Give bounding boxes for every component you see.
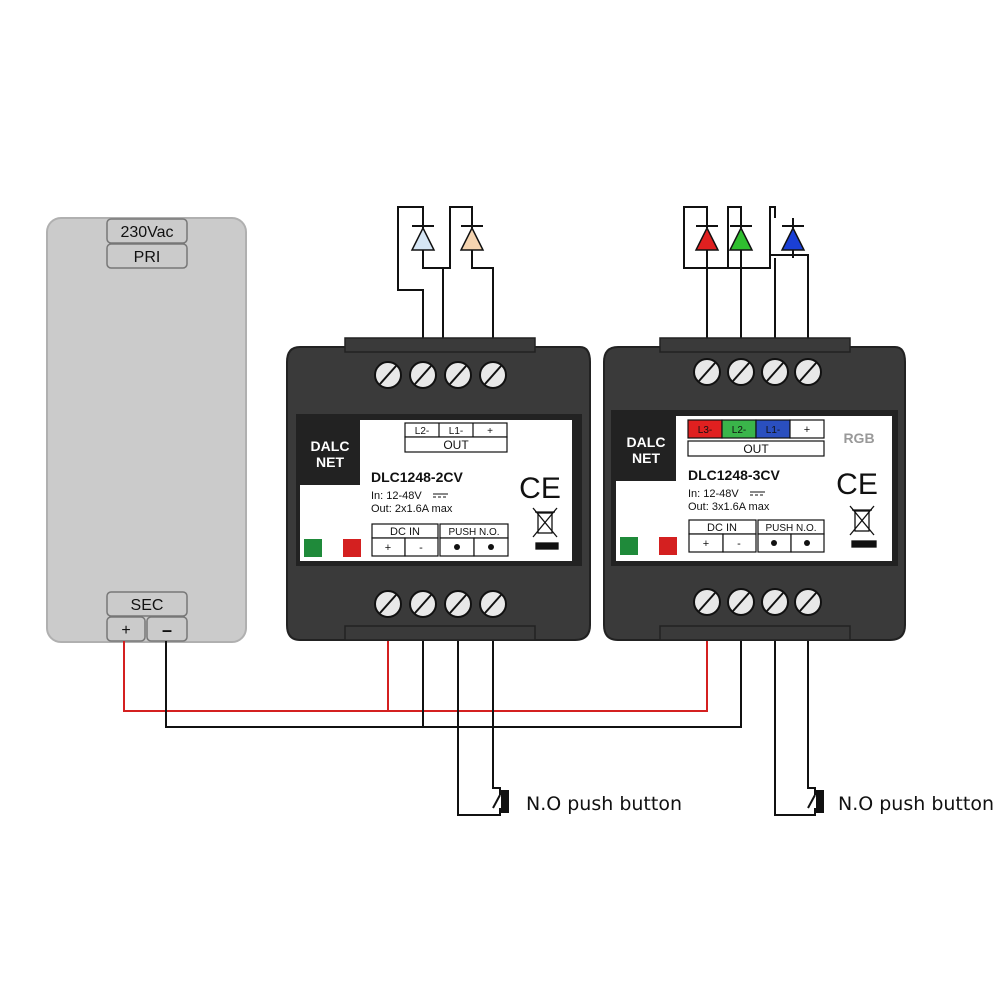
driver-2-dcin-plus: + [703,538,709,550]
driver-1-push-header: PUSH N.O. [448,527,499,538]
driver-1-dcin-header: DC IN [390,526,420,538]
led-wiring-driver2 [683,206,809,345]
driver-1-out-block: L2- L1- + OUT [404,422,508,453]
driver-1-in-spec: In: 12-48V [371,490,422,502]
driver-2-out-block: L3- L2- L1- + OUT [687,419,825,457]
driver-2-out-spec: Out: 3x1.6A max [688,501,770,513]
negative-bus-wire [165,640,742,728]
push-button-1-wire-a [457,640,501,816]
push-button-1-label: N.O push button [526,793,682,815]
driver-1-dcin-block: DC IN + - PUSH N.O. [371,523,509,557]
push-button-2-wire-a [774,640,816,816]
psu-plus-label: + [121,622,130,639]
driver-2: DALC NET L3- L2- L1- + OUT RGB DLC1248-3… [603,337,906,641]
driver-2-dcin-header: DC IN [707,522,737,534]
driver-1-out-plus: + [487,426,493,437]
driver-2-red-square [659,537,677,555]
driver-2-out-l3: L3- [698,425,712,436]
driver-2-out-plus: + [804,424,810,436]
driver-1-out-l2: L2- [415,426,429,437]
psu-sec-box [106,591,188,617]
driver-1-ce-mark: CE [519,472,561,505]
driver-2-green-square [620,537,638,555]
psu-sec-label: SEC [131,597,164,614]
driver-2-model: DLC1248-3CV [688,467,780,483]
push-button-2-wire-b [807,640,816,795]
push-button-1-actuator [501,790,509,813]
push-button-1-wire-b [492,640,501,795]
power-supply: 230Vac PRI SEC + – [46,217,247,643]
driver-1-weee-icon [532,507,559,550]
driver-2-logo [616,416,676,481]
driver-2-rgb-label: RGB [843,430,874,446]
driver-2-in-spec: In: 12-48V [688,488,739,500]
driver-1-model: DLC1248-2CV [371,469,463,485]
driver-2-logo-line2: NET [632,450,660,466]
led-red [694,218,720,258]
led-blue [780,218,806,258]
driver-2-dcin-block: DC IN + - PUSH N.O. [688,519,825,553]
driver-1-logo-line1: DALC [311,438,350,454]
driver-1-dcin-plus: + [385,542,391,554]
psu-minus-label: – [162,620,172,640]
push-button-2-actuator [816,790,824,813]
driver-1-dcin-minus: - [419,542,423,554]
driver-1: DALC NET L2- L1- + OUT DLC1248-2CV In: 1… [286,337,591,641]
positive-bus-wire [123,640,708,712]
driver-2-weee-icon [849,505,877,548]
psu-plus-box [106,616,146,642]
led-green [728,218,754,258]
led-warm-white [459,218,485,258]
driver-2-out-l1: L1- [766,425,780,436]
driver-1-top-terminals [374,361,507,389]
driver-1-logo-line2: NET [316,454,344,470]
driver-2-bottom-terminals [693,588,822,616]
psu-pri-label: PRI [134,249,161,266]
driver-2-push-header: PUSH N.O. [765,523,816,534]
driver-1-out-l1: L1- [449,426,463,437]
psu-body [46,217,247,643]
driver-1-out-spec: Out: 2x1.6A max [371,503,453,515]
driver-2-top-terminals [693,358,822,386]
push-button-2 [774,640,824,816]
push-button-1 [457,640,509,816]
push-button-1-contact [492,794,501,809]
psu-pri-box [106,243,188,269]
driver-1-green-square [304,539,322,557]
psu-input-label: 230Vac [120,224,173,241]
driver-2-ce-mark: CE [836,468,878,501]
driver-1-red-square [343,539,361,557]
supply-wiring [123,640,742,728]
psu-input-box [106,218,188,244]
led-cold-white [410,218,436,258]
push-button-2-label: N.O push button [838,793,994,815]
driver-2-out-header: OUT [743,442,769,456]
driver-1-bottom-terminals [374,590,507,618]
driver-2-dcin-minus: - [737,538,741,550]
led-wiring-driver1 [397,206,494,345]
push-button-2-contact [807,794,816,809]
driver-2-logo-line1: DALC [627,434,666,450]
driver-2-out-l2: L2- [732,425,746,436]
driver-1-out-header: OUT [443,438,469,452]
driver-1-logo [300,420,360,485]
